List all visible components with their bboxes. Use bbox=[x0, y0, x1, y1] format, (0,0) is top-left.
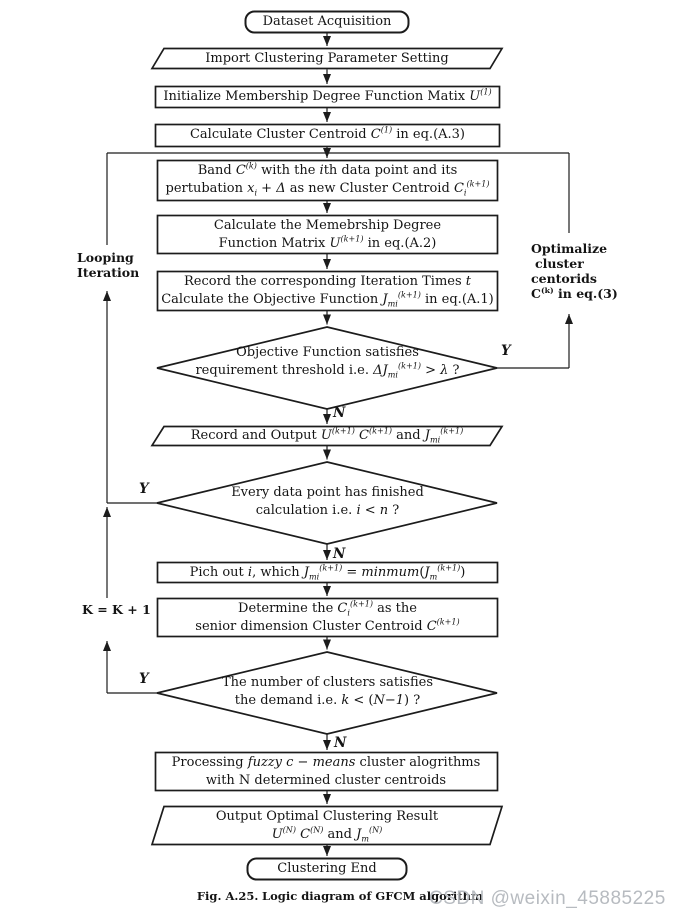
figure-caption: Fig. A.25. Logic diagram of GFCM algorit… bbox=[150, 889, 530, 903]
node-calc-membership-line-2: Function Matrix U(k+1) in eq.(A.2) bbox=[218, 234, 437, 251]
decision-datapoint-check-label: Every data point has finished calculatio… bbox=[157, 484, 498, 520]
annotation-looping-iteration: Looping Iteration bbox=[77, 250, 139, 280]
node-fcm-processing-line-1: Processing fuzzy c − means cluster alogr… bbox=[171, 755, 481, 770]
decision-datapoint-check-line-2: calculation i.e. i < n ? bbox=[255, 503, 400, 518]
branch-yes-datapoint-check: Y bbox=[139, 481, 149, 497]
decision-objective-check-label: Objective Function satisfies requirement… bbox=[157, 344, 498, 380]
annotation-optimalize-centroids: Optimalize cluster centorids C(k) in eq.… bbox=[531, 241, 618, 301]
annotation-k-update: K = K + 1 bbox=[82, 602, 151, 617]
node-end-label: Clustering End bbox=[277, 861, 377, 876]
node-output-result-label: Output Optimal Clustering Result U(N) C(… bbox=[152, 808, 502, 844]
shape-band-rect bbox=[156, 159, 499, 202]
shape-import-parallelogram bbox=[150, 47, 504, 70]
branch-no-cluster-count: N bbox=[334, 735, 347, 751]
annotation-optimalize-line-3: centorids bbox=[531, 271, 597, 286]
node-output-result-line-1: Output Optimal Clustering Result bbox=[215, 809, 439, 824]
node-pick-i-label: Pich out i, which Jmi(k+1) = minmum(Jm(k… bbox=[189, 563, 466, 582]
node-band-label: Band C(k) with the ith data point and it… bbox=[157, 162, 498, 198]
decision-datapoint-check-line-1: Every data point has finished bbox=[231, 485, 424, 500]
decision-cluster-count-label: The number of clusters satisfies the dem… bbox=[157, 674, 498, 710]
figure-caption-text: Logic diagram of GFCM algorithm bbox=[262, 889, 484, 903]
branch-no-objective-check: N bbox=[333, 405, 346, 421]
shape-start-terminator bbox=[244, 10, 410, 34]
node-import-params-label: Import Clustering Parameter Setting bbox=[205, 51, 449, 66]
node-determine-centroid-line-1: Determine the Ci(k+1) as the bbox=[238, 599, 417, 618]
node-determine-centroid-line-2: senior dimension Cluster Centroid C(k+1) bbox=[195, 617, 460, 634]
shape-determine-centroid-rect bbox=[156, 597, 499, 638]
annotation-looping-line-2: Iteration bbox=[77, 265, 140, 280]
node-record-iteration-line-2: Calculate the Objective Function Jmi(k+1… bbox=[161, 290, 494, 309]
node-calc-membership-line-1: Calculate the Memebrship Degree bbox=[213, 218, 442, 233]
shape-pick-i-rect bbox=[156, 561, 499, 584]
node-determine-centroid-label: Determine the Ci(k+1) as the senior dime… bbox=[157, 600, 498, 636]
node-output-result-line-2: U(N) C(N) and Jm(N) bbox=[271, 825, 383, 844]
node-init-membership-label: Initialize Membership Degree Function Ma… bbox=[163, 87, 492, 104]
annotation-looping-line-1: Looping bbox=[77, 250, 134, 265]
node-fcm-processing-line-2: with N determined cluster centroids bbox=[205, 773, 447, 788]
shape-init-membership-rect bbox=[154, 85, 501, 109]
shape-output-result-parallelogram bbox=[150, 805, 504, 846]
shape-calc-membership-rect bbox=[156, 214, 499, 255]
node-band-line-2: pertubation xi + Δ as new Cluster Centro… bbox=[165, 179, 490, 198]
decision-cluster-count-line-2: the demand i.e. k < (N−1) ? bbox=[234, 693, 421, 708]
annotation-optimalize-line-4: C(k) in eq.(3) bbox=[531, 285, 618, 301]
node-record-output-label: Record and Output U(k+1) C(k+1) and Jmi(… bbox=[190, 426, 464, 445]
loop-rails bbox=[103, 152, 573, 694]
annotation-optimalize-line-1: Optimalize bbox=[531, 241, 608, 256]
decision-cluster-count-line-1: The number of clusters satisfies bbox=[221, 675, 433, 690]
node-shapes bbox=[150, 10, 504, 881]
shape-record-iteration-rect bbox=[156, 270, 499, 312]
csdn-watermark: CSDN @weixin_45885225 bbox=[429, 888, 666, 909]
node-record-iteration-line-1: Record the corresponding Iteration Times… bbox=[183, 274, 472, 289]
branch-no-datapoint-check: N bbox=[333, 546, 346, 562]
node-band-line-1: Band C(k) with the ith data point and it… bbox=[197, 161, 458, 178]
branch-yes-cluster-count: Y bbox=[139, 671, 149, 687]
figure-caption-number: Fig. A.25. bbox=[196, 889, 259, 903]
annotation-optimalize-line-2: cluster bbox=[535, 256, 584, 271]
node-start-label: Dataset Acquisition bbox=[262, 14, 392, 29]
branch-yes-objective-check: Y bbox=[501, 343, 511, 359]
node-calc-centroid-label: Calculate Cluster Centroid C(1) in eq.(A… bbox=[189, 125, 466, 142]
shape-end-terminator bbox=[246, 857, 408, 881]
shape-record-output-parallelogram bbox=[150, 425, 504, 447]
node-calc-membership-label: Calculate the Memebrship Degree Function… bbox=[157, 217, 498, 253]
shape-fcm-processing-rect bbox=[154, 751, 499, 792]
node-record-iteration-label: Record the corresponding Iteration Times… bbox=[157, 273, 498, 309]
node-fcm-processing-label: Processing fuzzy c − means cluster alogr… bbox=[155, 754, 497, 790]
shape-calc-centroid-rect bbox=[154, 123, 501, 148]
decision-objective-check-line-1: Objective Function satisfies bbox=[236, 345, 419, 360]
decision-objective-check-line-2: requirement threshold i.e. ΔJmi(k+1) > λ… bbox=[195, 361, 460, 380]
